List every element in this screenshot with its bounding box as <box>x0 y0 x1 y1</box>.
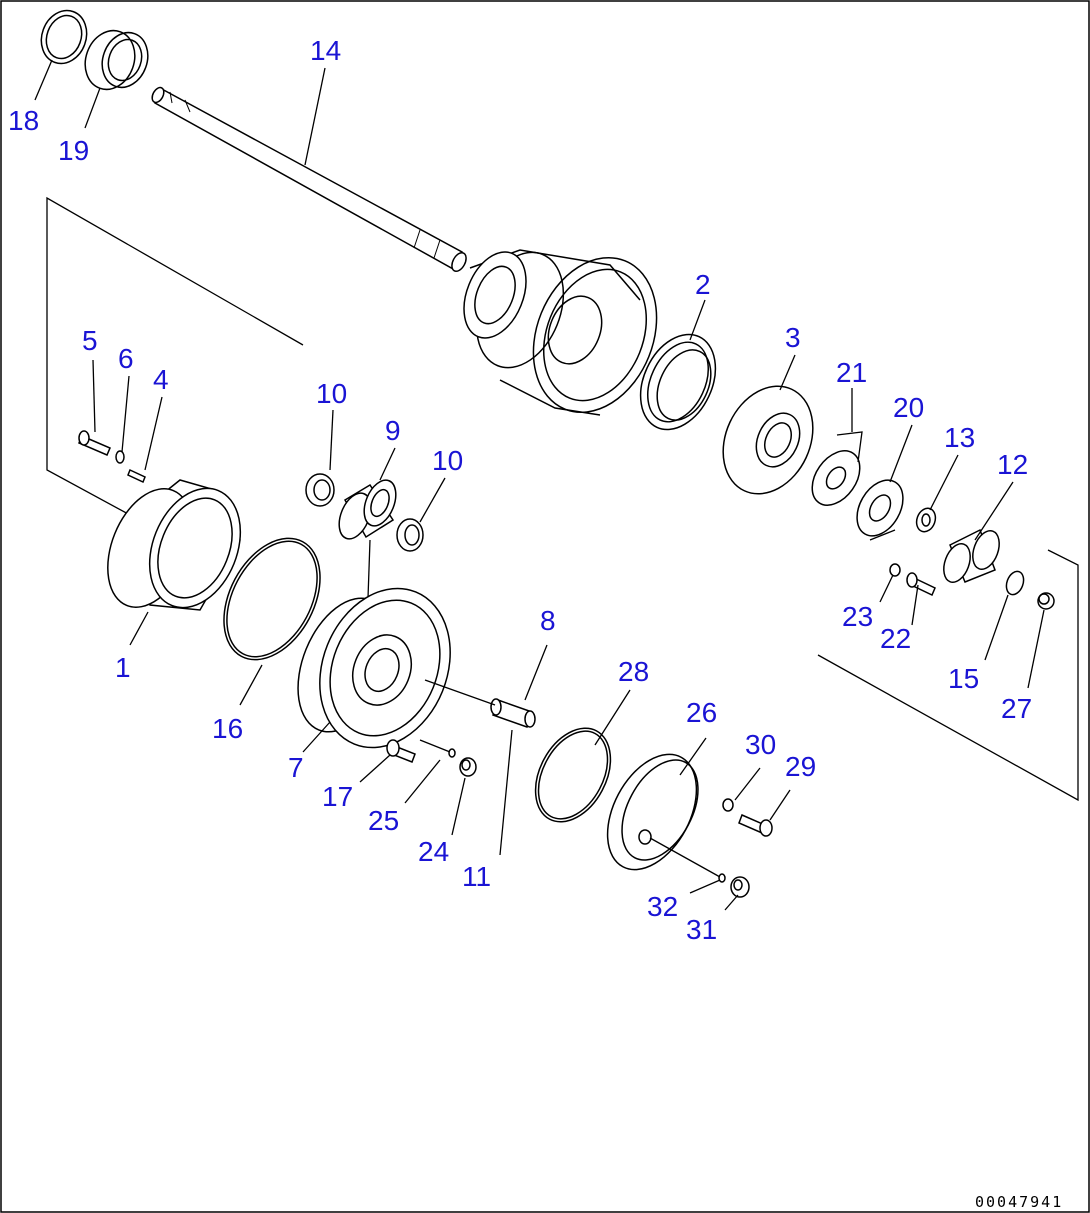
callout-14: 14 <box>310 35 341 66</box>
callout-4: 4 <box>153 364 169 395</box>
callout-21: 21 <box>836 357 867 388</box>
part-31-plug <box>730 876 750 898</box>
callout-7: 7 <box>288 752 304 783</box>
part-15-snap-ring <box>1005 570 1025 596</box>
part-3-flange <box>722 385 814 495</box>
callout-22: 22 <box>880 623 911 654</box>
callout-31: 31 <box>686 914 717 945</box>
callout-leaders <box>34 59 1045 911</box>
callout-10-right: 10 <box>432 445 463 476</box>
callout-10-left: 10 <box>316 378 347 409</box>
part-4-pin <box>127 468 146 484</box>
part-8-pin-shaft <box>424 679 536 728</box>
part-32-pin <box>718 873 726 883</box>
callout-labels: 18 19 14 2 3 21 20 13 12 5 6 4 10 9 10 1… <box>8 35 1032 945</box>
part-9-planet-gear <box>338 479 397 540</box>
part-17-bolt <box>386 739 416 763</box>
part-28-o-ring <box>534 727 612 823</box>
callout-24: 24 <box>418 836 449 867</box>
callout-9: 9 <box>385 415 401 446</box>
callout-16: 16 <box>212 713 243 744</box>
callout-20: 20 <box>893 392 924 423</box>
callout-25: 25 <box>368 805 399 836</box>
part-30-washer <box>722 798 734 812</box>
part-10-spacer-right <box>396 518 424 552</box>
part-12-sleeve <box>943 528 1000 583</box>
part-1-ring-gear <box>107 479 242 611</box>
callout-28: 28 <box>618 656 649 687</box>
callout-27: 27 <box>1001 693 1032 724</box>
callout-19: 19 <box>58 135 89 166</box>
part-16-o-ring <box>223 537 321 661</box>
part-19-bearing <box>84 29 149 91</box>
callout-8: 8 <box>540 605 556 636</box>
part-10-spacer-left <box>305 473 335 507</box>
part-14-axle-shaft <box>151 86 467 273</box>
part-23-washer <box>889 563 901 577</box>
callout-6: 6 <box>118 343 134 374</box>
part-25-pin <box>419 739 456 758</box>
part-29-bolt <box>738 813 773 837</box>
assembly-bracket-right <box>817 549 1079 802</box>
callout-12: 12 <box>997 449 1028 480</box>
leader-9-to-7 <box>367 539 371 599</box>
callout-15: 15 <box>948 663 979 694</box>
callout-11: 11 <box>462 861 491 892</box>
part-13-nut <box>915 507 937 533</box>
callout-2: 2 <box>695 269 711 300</box>
part-7-planet-carrier <box>297 587 451 749</box>
part-27-plug <box>1037 592 1055 610</box>
callout-26: 26 <box>686 697 717 728</box>
callout-18: 18 <box>8 105 39 136</box>
callout-3: 3 <box>785 322 801 353</box>
figure-number: 00047941 <box>975 1193 1063 1211</box>
part-6-washer <box>115 450 125 464</box>
part-21-plate <box>811 431 863 506</box>
part-carrier-hub <box>463 249 658 416</box>
callout-23: 23 <box>842 601 873 632</box>
callout-32: 32 <box>647 891 678 922</box>
callout-17: 17 <box>322 781 353 812</box>
part-5-bolt <box>78 430 111 456</box>
part-26-cover <box>606 753 721 878</box>
part-22-bolt <box>906 572 936 597</box>
callout-5: 5 <box>82 325 98 356</box>
callout-13: 13 <box>944 422 975 453</box>
part-18-seal-ring <box>40 9 88 65</box>
callout-30: 30 <box>745 729 776 760</box>
assembly-bracket-left <box>46 196 304 516</box>
callout-29: 29 <box>785 751 816 782</box>
callout-1: 1 <box>115 652 131 683</box>
part-24-plug <box>459 757 477 777</box>
part-20-plate <box>856 479 904 541</box>
part-2-bearing <box>639 333 717 431</box>
